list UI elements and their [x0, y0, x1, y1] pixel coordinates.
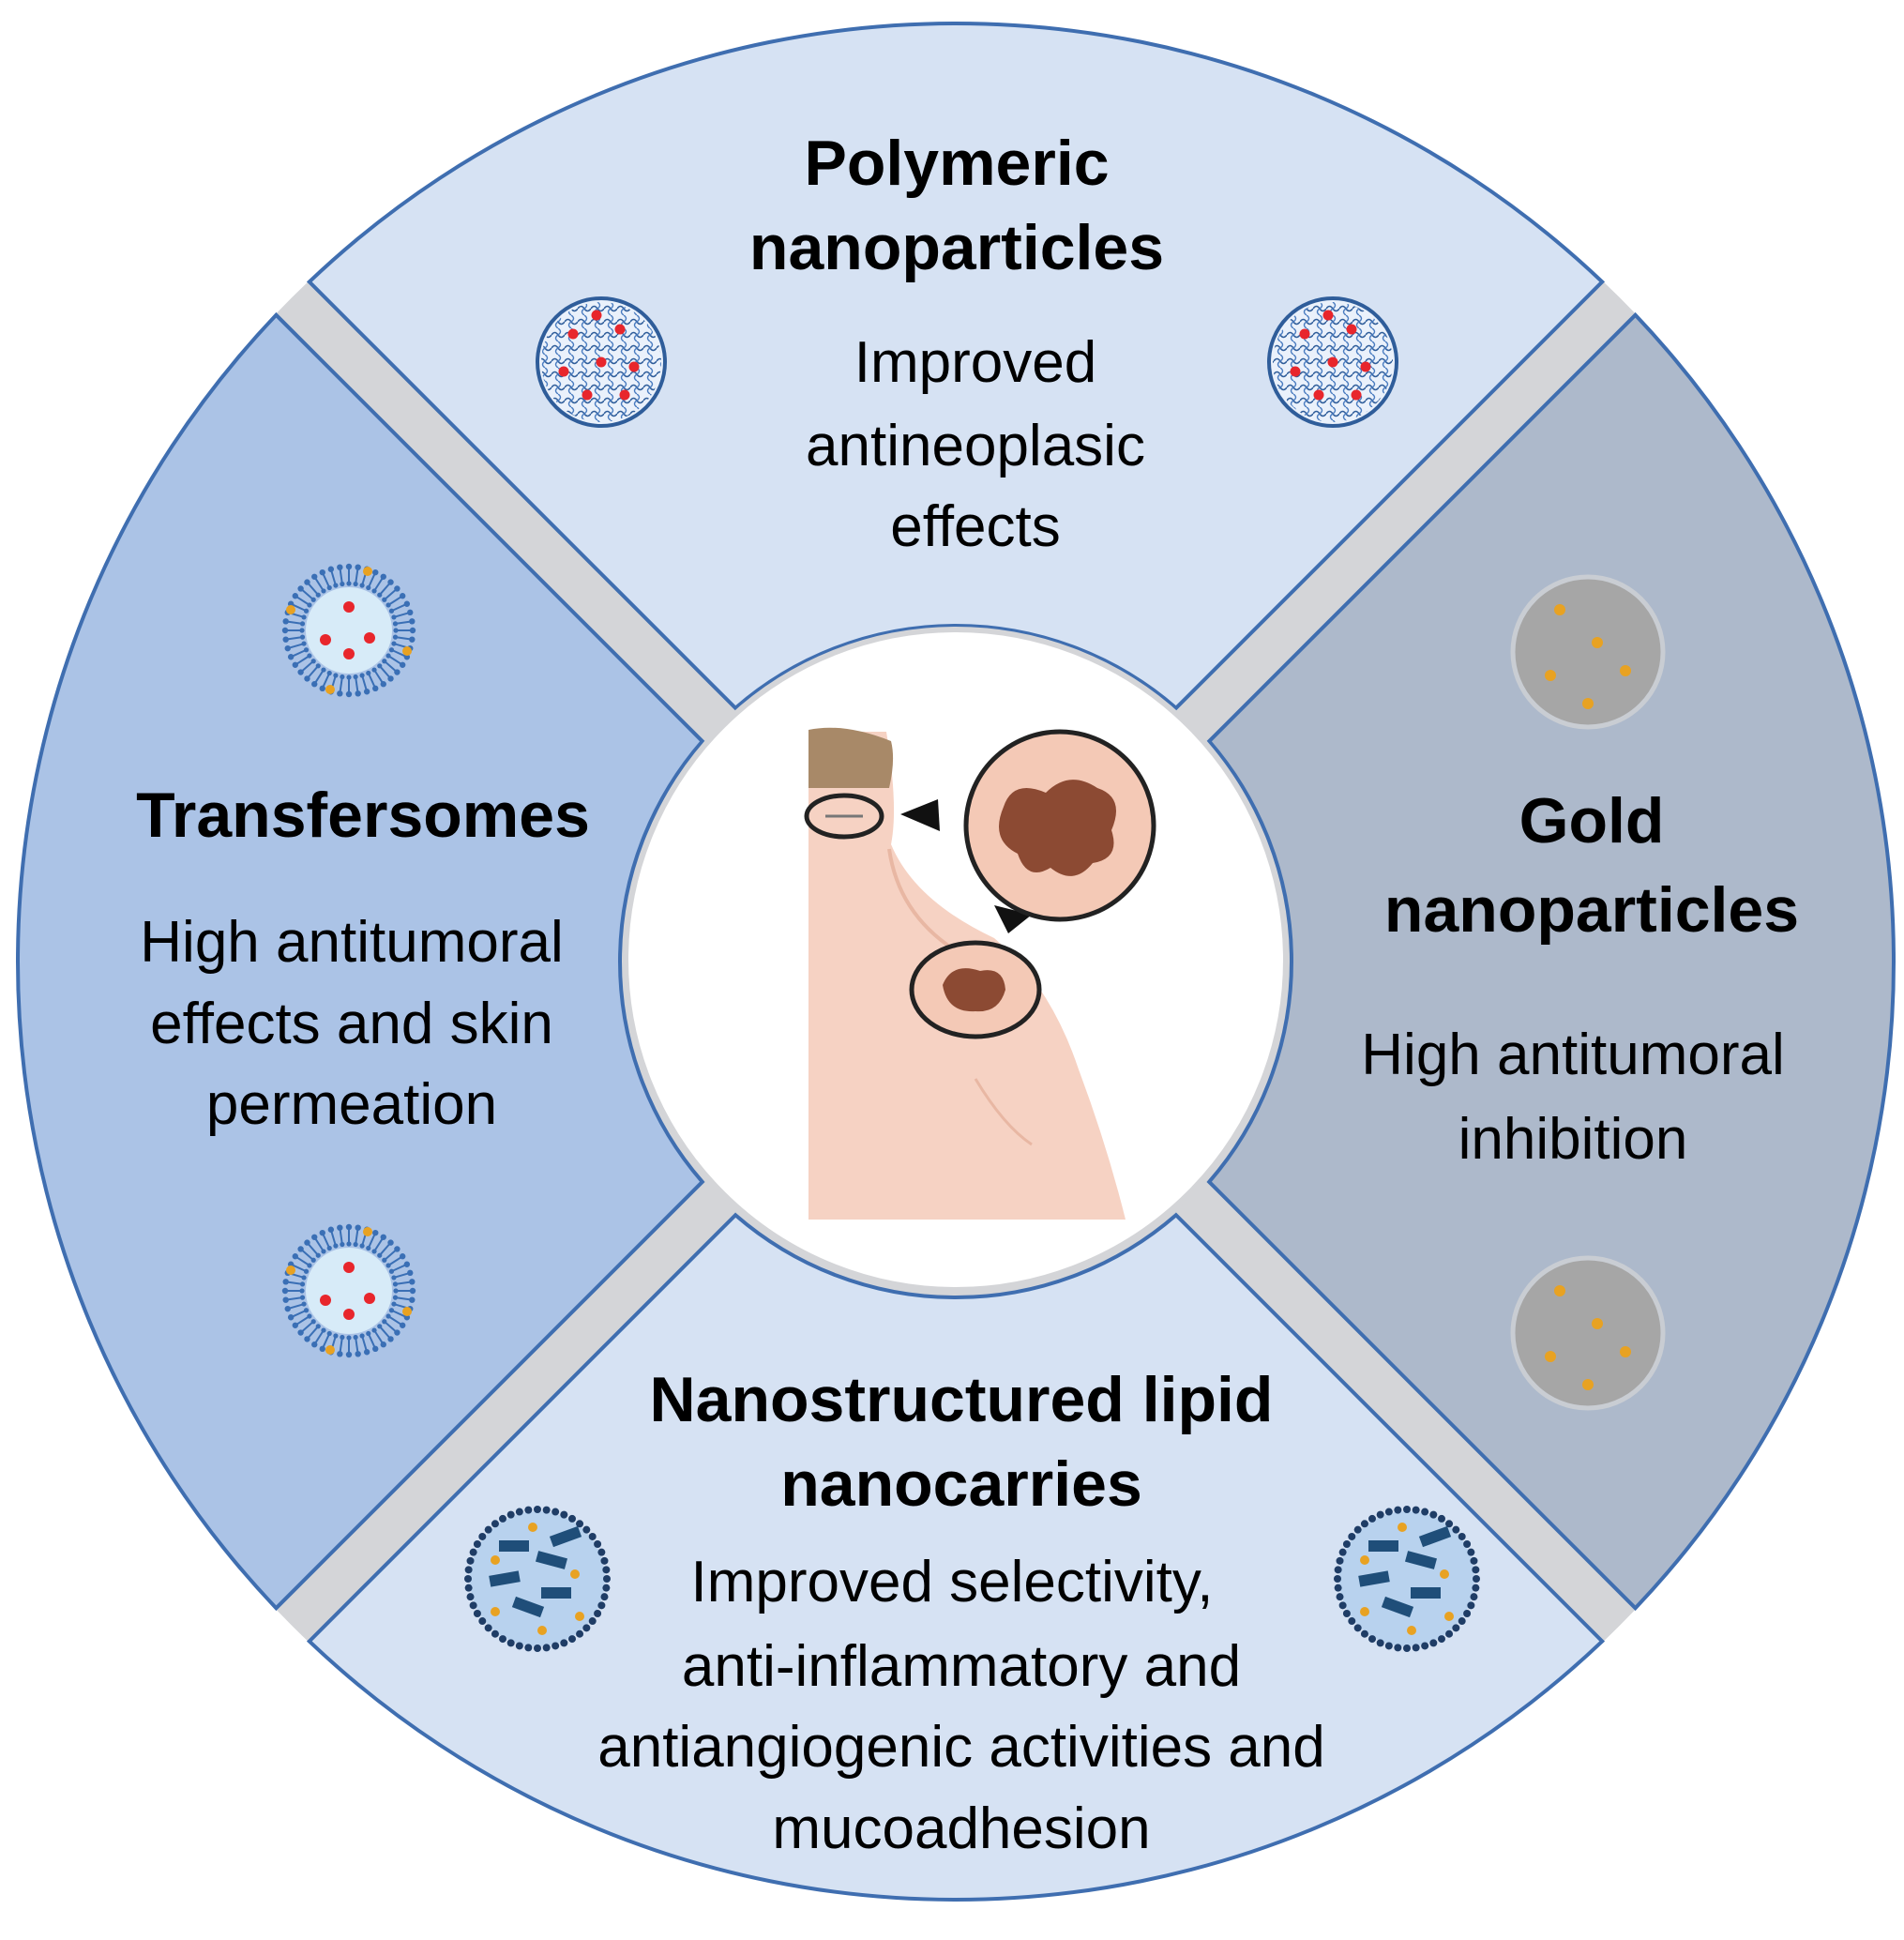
- polymeric-nanoparticle-icon: [536, 296, 667, 428]
- lipid-desc-line-1: Improved selectivity,: [690, 1550, 1213, 1614]
- polymeric-desc-line-2: antineoplasic: [806, 414, 1145, 478]
- transfersomes-title: Transfersomes: [136, 780, 590, 851]
- gold-section: Gold nanoparticles High antitumoral inhi…: [1361, 785, 1799, 1172]
- transfersomes-desc-line-1: High antitumoral: [140, 910, 563, 975]
- lipid-nanocarrier-icon: [1334, 1506, 1480, 1652]
- polymeric-desc-line-3: effects: [890, 494, 1061, 559]
- transfersomes-desc-line-3: permeation: [206, 1072, 497, 1137]
- transfersomes-sector: [15, 311, 705, 1612]
- transfersomes-desc-line-2: effects and skin: [150, 992, 553, 1056]
- gold-desc-line-2: inhibition: [1458, 1107, 1688, 1172]
- polymeric-nanoparticle-icon: [1267, 296, 1398, 428]
- polymeric-title-line-2: nanoparticles: [749, 212, 1164, 283]
- lipid-section: Nanostructured lipid nanocarries Improve…: [597, 1364, 1325, 1861]
- gold-title-line-2: nanoparticles: [1384, 874, 1799, 946]
- lipid-nanocarrier-icon: [464, 1506, 611, 1652]
- lipid-desc-line-4: mucoadhesion: [772, 1796, 1150, 1861]
- polymeric-desc-line-1: Improved: [854, 330, 1096, 395]
- gold-sector: [1206, 311, 1896, 1612]
- gold-desc-line-1: High antitumoral: [1361, 1023, 1784, 1087]
- transfersome-vesicle-icon: [281, 563, 416, 698]
- center-illustration: [623, 627, 1289, 1293]
- lipid-title-line-2: nanocarries: [780, 1448, 1142, 1520]
- polymeric-title-line-1: Polymeric: [804, 128, 1109, 199]
- gold-title-line-1: Gold: [1519, 785, 1665, 856]
- gold-nanoparticle-icon: [1510, 574, 1666, 730]
- gold-nanoparticle-icon: [1510, 1255, 1666, 1411]
- polymeric-sector: [306, 21, 1606, 711]
- melanoma-patient-icon: [804, 727, 1156, 1220]
- transfersome-vesicle-icon: [281, 1223, 416, 1358]
- transfersomes-section: Transfersomes High antitumoral effects a…: [136, 780, 590, 1137]
- lipid-desc-line-2: anti-inflammatory and: [682, 1634, 1241, 1699]
- polymeric-section: Polymeric nanoparticles Improved antineo…: [749, 128, 1164, 559]
- lipid-desc-line-3: antiangiogenic activities and: [597, 1715, 1325, 1780]
- lipid-title-line-1: Nanostructured lipid: [650, 1364, 1274, 1435]
- lipid-sector: [306, 1212, 1606, 1902]
